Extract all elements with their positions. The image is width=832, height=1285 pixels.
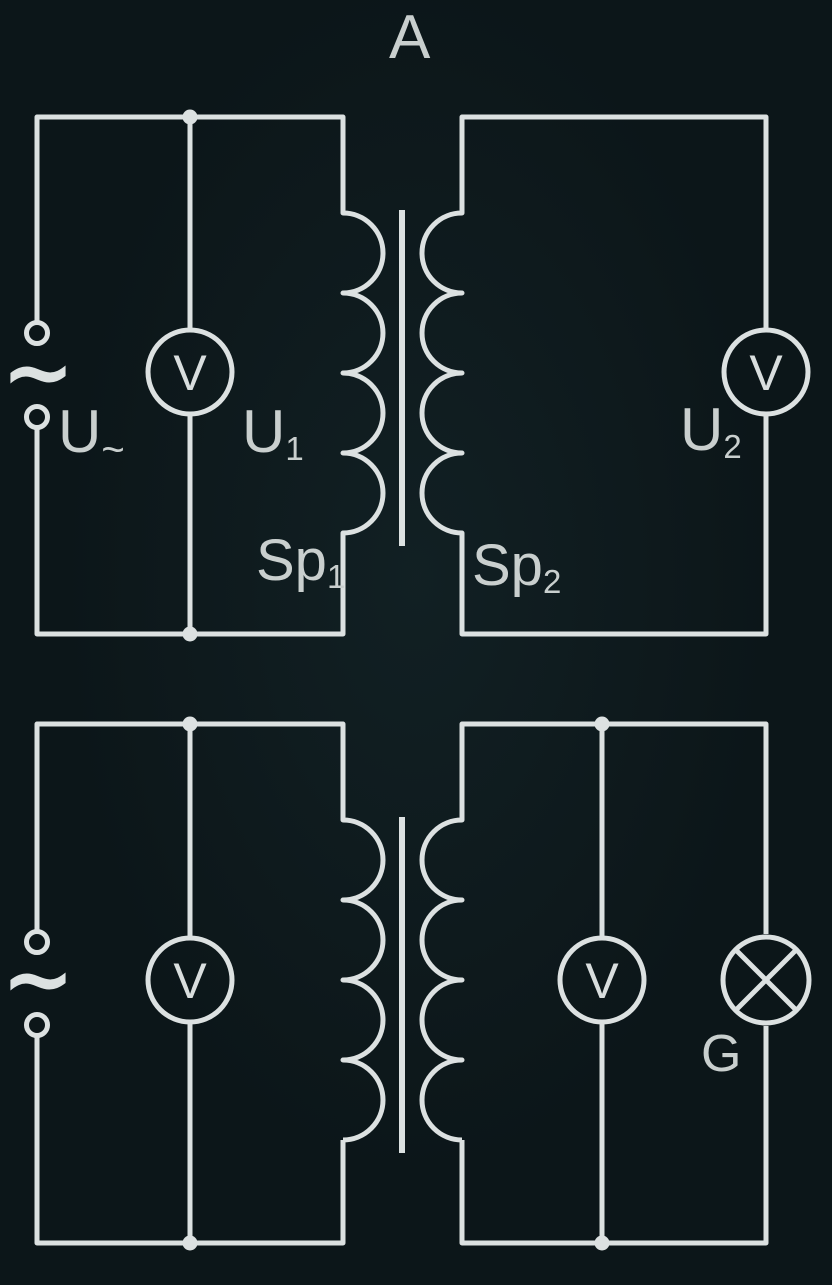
lamp-cross-icon (733, 947, 799, 1013)
lamp (720, 934, 812, 1026)
secondary-circuit-wire (419, 721, 769, 1246)
source-terminal-top-icon (24, 929, 50, 955)
primary-voltmeter: V (145, 327, 235, 417)
primary-voltage-label: U1 (242, 398, 304, 467)
voltmeter-circle-icon (145, 935, 235, 1025)
junction-dot (182, 109, 198, 125)
secondary-voltmeter: V (557, 935, 647, 1025)
ac-source-icon: ~ (1, 927, 75, 1030)
secondary-voltage-label-sub: 2 (723, 428, 741, 465)
source-terminal-top-icon (24, 320, 50, 346)
source-voltage-label: U~ (58, 398, 125, 472)
primary-coil-label: Sp1 (256, 528, 345, 595)
source-terminal-bottom-icon (24, 404, 50, 430)
secondary-voltmeter: V (721, 327, 811, 417)
top-circuit: ~ U~ V U1 Sp1 Sp2 V U2 (1, 109, 811, 642)
voltmeter-letter: V (173, 345, 207, 401)
primary-coil-label-base: Sp (256, 528, 327, 593)
primary-circuit-wire (34, 721, 386, 1246)
ac-source-icon: ~ (1, 320, 75, 423)
source-terminal-bottom-icon (24, 1012, 50, 1038)
source-voltage-label-base: U (58, 398, 101, 465)
lamp-label: G (701, 1025, 741, 1083)
primary-circuit-wire (34, 114, 386, 637)
secondary-voltage-label-base: U (680, 396, 723, 463)
junction-dot (594, 1235, 610, 1251)
voltmeter-letter: V (585, 953, 619, 1009)
lamp-circle-icon (720, 934, 812, 1026)
secondary-coil-label-sub: 2 (543, 563, 561, 600)
voltmeter-letter: V (173, 953, 207, 1009)
diagram-title: A (389, 3, 431, 72)
primary-coil-label-sub: 1 (327, 558, 345, 595)
secondary-circuit-wire (419, 114, 769, 637)
voltmeter-letter: V (749, 345, 783, 401)
source-voltage-label-sub: ~ (101, 428, 124, 472)
primary-voltmeter: V (145, 935, 235, 1025)
voltmeter-circle-icon (557, 935, 647, 1025)
secondary-coil-label: Sp2 (472, 533, 561, 600)
voltmeter-circle-icon (721, 327, 811, 417)
junction-dot (594, 716, 610, 732)
junction-dot (182, 716, 198, 732)
junction-dot (182, 626, 198, 642)
voltmeter-circle-icon (145, 327, 235, 417)
bottom-circuit: ~ V V G (1, 716, 812, 1251)
primary-voltage-label-base: U (242, 398, 285, 465)
secondary-coil-label-base: Sp (472, 533, 543, 598)
junction-dot (182, 1235, 198, 1251)
secondary-voltage-label: U2 (680, 396, 742, 465)
primary-voltage-label-sub: 1 (285, 430, 303, 467)
